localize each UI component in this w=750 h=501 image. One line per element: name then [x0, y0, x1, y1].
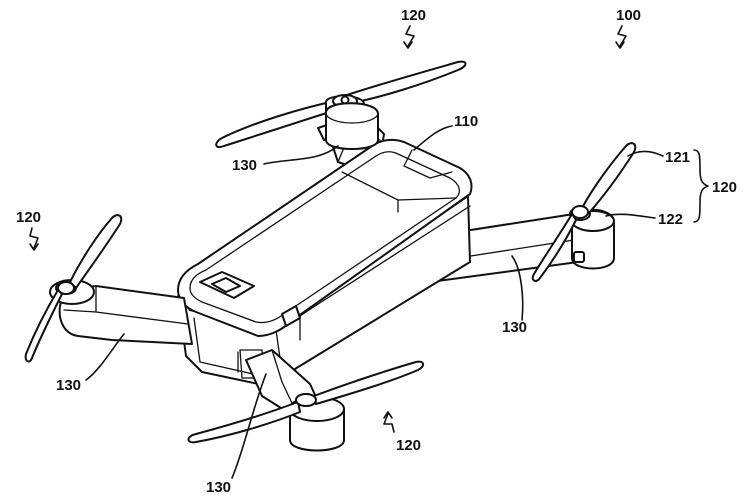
propeller-right [531, 142, 637, 282]
propeller-left [24, 214, 123, 363]
label-130-left: 130 [56, 377, 81, 394]
label-100: 100 [616, 7, 641, 24]
label-121: 121 [665, 149, 690, 166]
label-130-bottom: 130 [206, 479, 231, 496]
label-122: 122 [658, 211, 683, 228]
label-120-left: 120 [16, 209, 41, 226]
label-120-top: 120 [401, 7, 426, 24]
label-130-top: 130 [232, 157, 257, 174]
propeller-bottom [187, 360, 424, 444]
reference-numerals: 100 120 110 130 121 120 122 120 130 130 … [16, 7, 737, 496]
label-110: 110 [454, 113, 478, 130]
leader-lines [29, 25, 709, 479]
propeller-top [215, 60, 467, 150]
label-120-bottom: 120 [396, 437, 421, 454]
drone-body [177, 138, 473, 387]
arm-left [58, 285, 193, 345]
label-120-right: 120 [712, 179, 737, 196]
label-130-right: 130 [502, 319, 527, 336]
